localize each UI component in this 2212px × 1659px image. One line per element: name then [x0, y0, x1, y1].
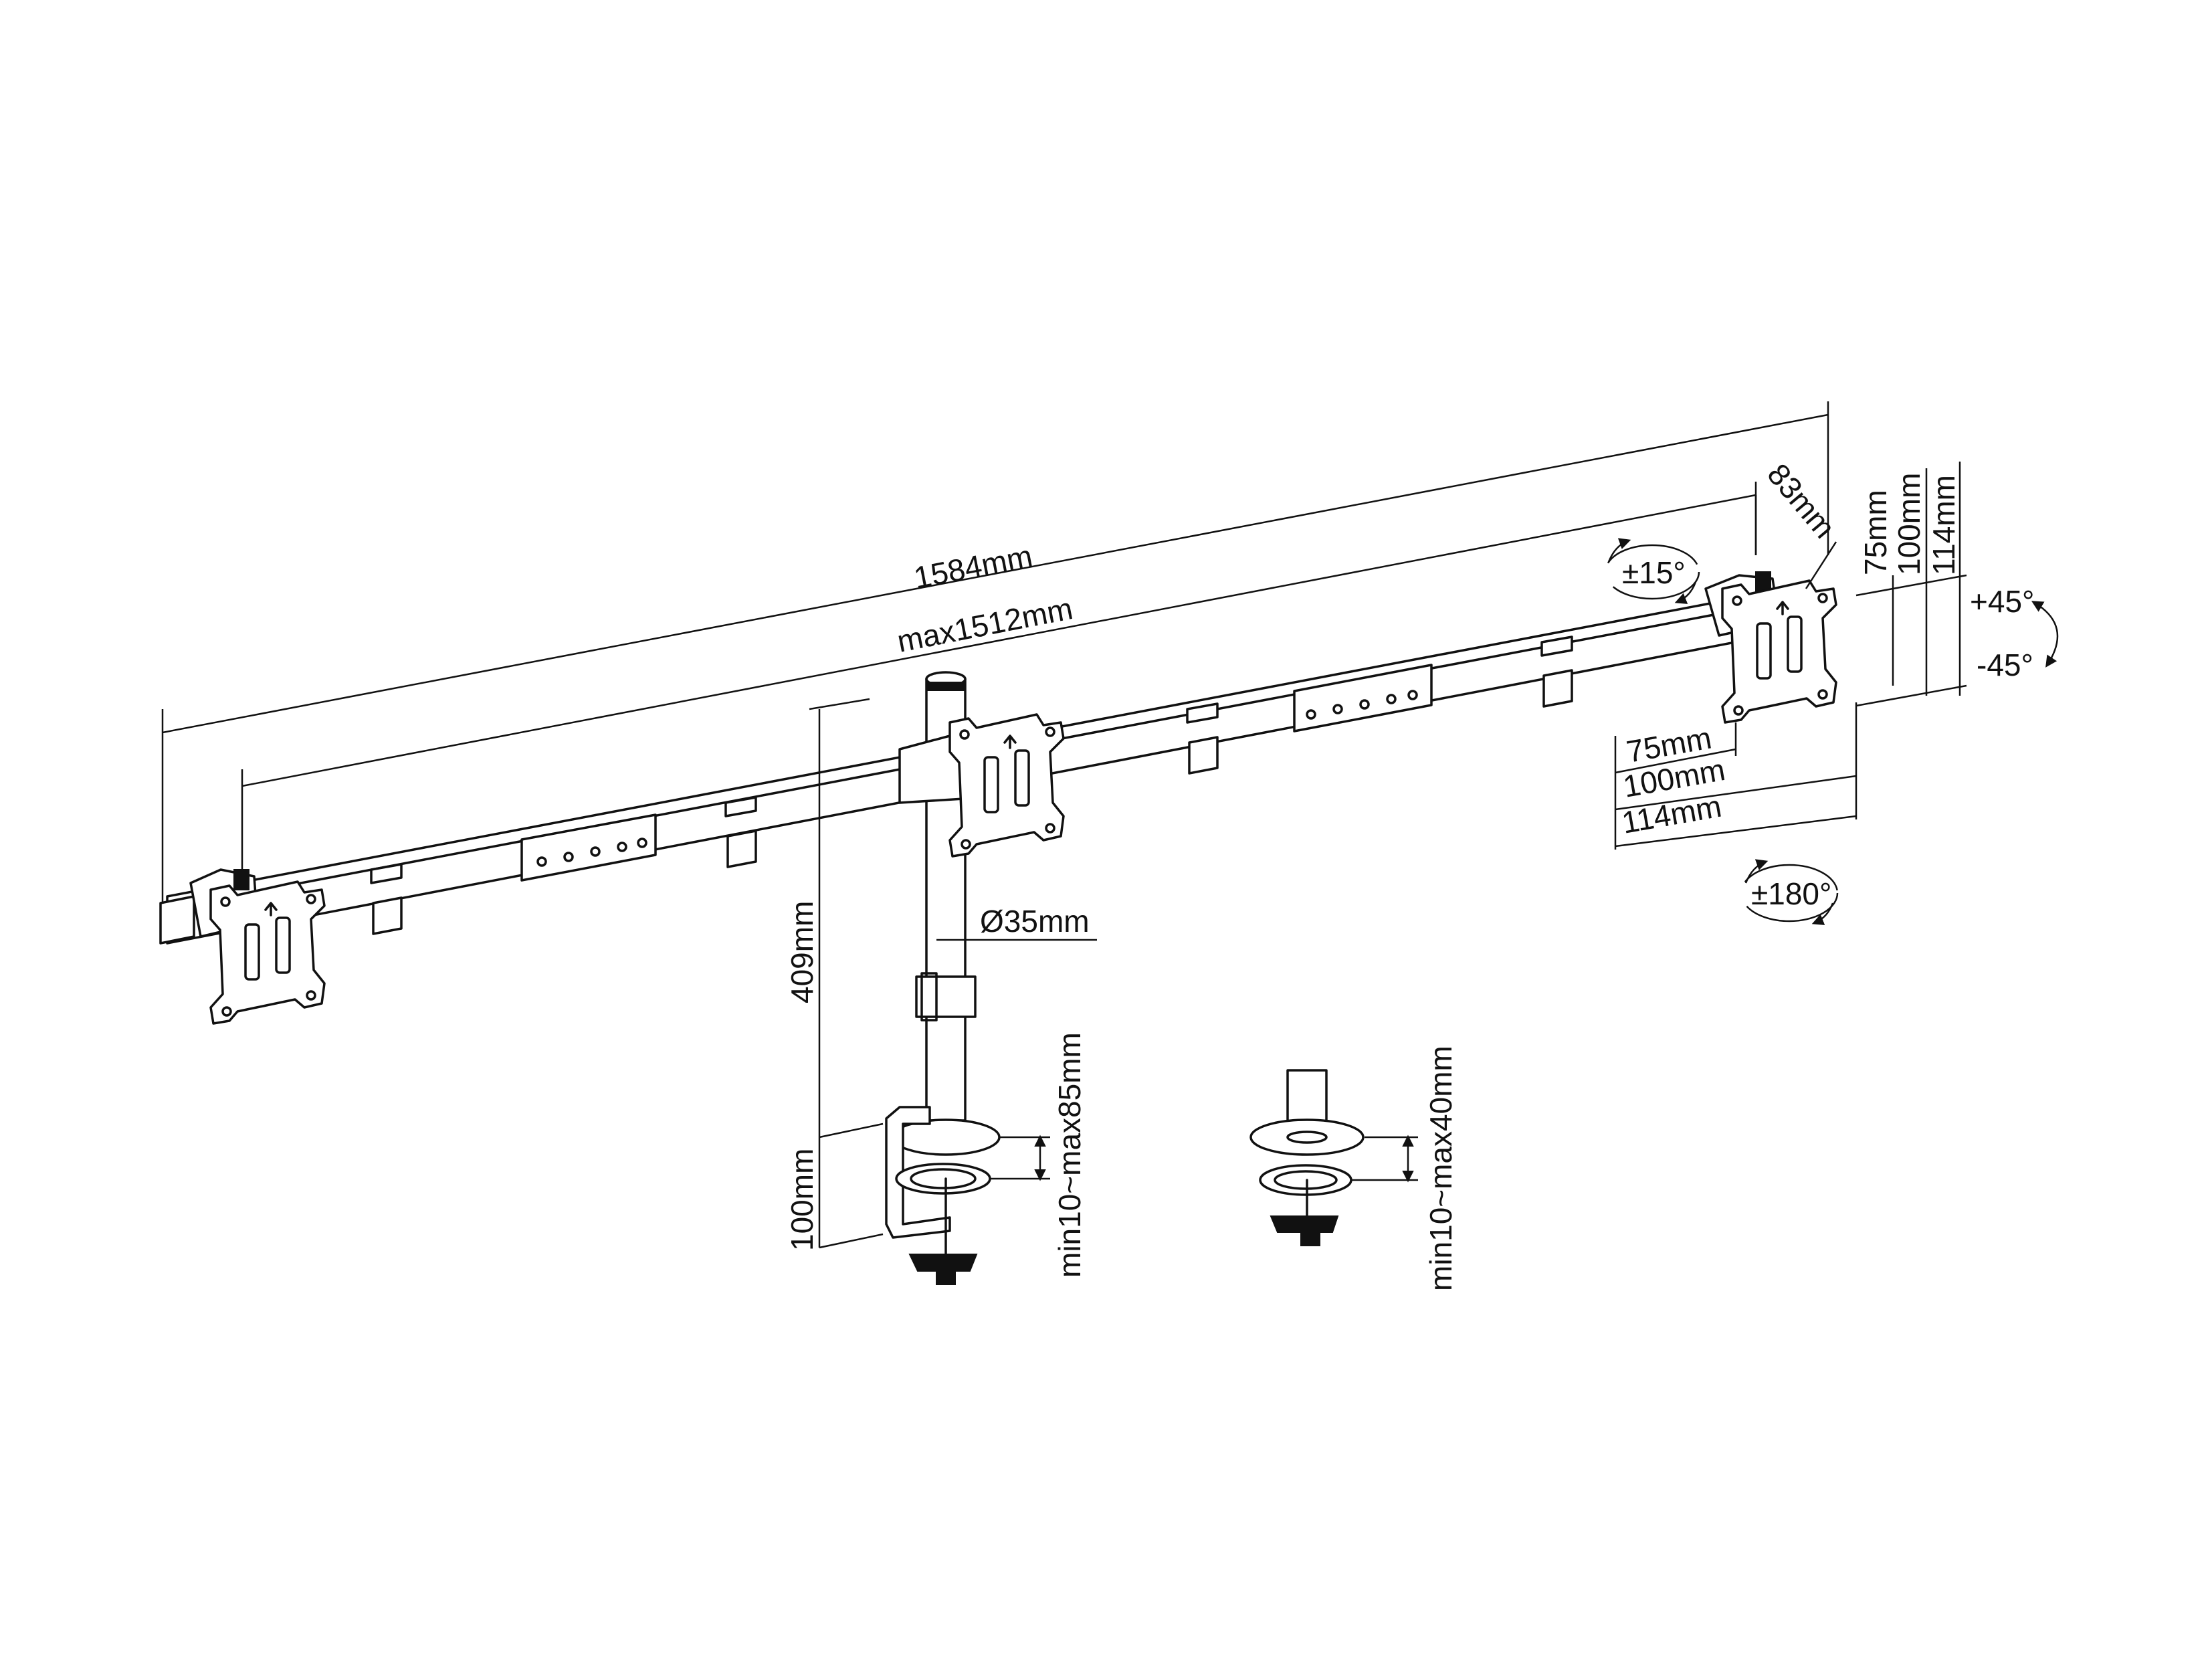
tilt-rotation-arrows-icon: [2031, 601, 2059, 668]
center-vesa-plate-icon: [948, 713, 1065, 858]
vesa-vertical-dimensions: [1855, 462, 1967, 707]
clamp-range-label: min10~max85mm: [1052, 1032, 1087, 1278]
swivel-label: ±15°: [1622, 555, 1686, 590]
vesa-v-100-label: 100mm: [1892, 473, 1926, 575]
pole-height-label: 409mm: [785, 901, 819, 1003]
left-vesa-plate-icon: [209, 880, 326, 1025]
vesa-v-114-label: 114mm: [1926, 475, 1961, 575]
clamp-range-dimension: [990, 1135, 1050, 1181]
vesa-horizontal-dimensions: [1614, 702, 1857, 850]
overall-width-dimension: [161, 401, 1829, 923]
clamp-height-dimension: [818, 1123, 884, 1249]
plate-offset-dimension: [1754, 495, 1837, 589]
vesa-v-75-label: 75mm: [1858, 490, 1893, 575]
grommet-range-label: min10~max40mm: [1423, 1046, 1458, 1291]
max-width-label: max1512mm: [894, 591, 1076, 659]
desk-clamp-icon: [885, 1106, 1001, 1285]
pole-diameter-label: Ø35mm: [980, 904, 1090, 939]
tilt-down-label: -45°: [1977, 648, 2033, 682]
rotate-rotation-arrows-icon: [1740, 859, 1839, 925]
tilt-up-label: +45°: [1970, 584, 2034, 619]
overall-width-label: 1584mm: [911, 539, 1035, 595]
grommet-base-icon: [1249, 1069, 1365, 1246]
rotate-label: ±180°: [1751, 876, 1831, 911]
plate-offset-label: 83mm: [1761, 457, 1842, 545]
right-vesa-plate-icon: [1721, 579, 1837, 724]
pole-height-dimension: [809, 698, 870, 1137]
clamp-height-label: 100mm: [785, 1149, 819, 1251]
grommet-range-dimension: [1351, 1135, 1418, 1183]
swivel-rotation-arrows-icon: [1604, 538, 1700, 604]
